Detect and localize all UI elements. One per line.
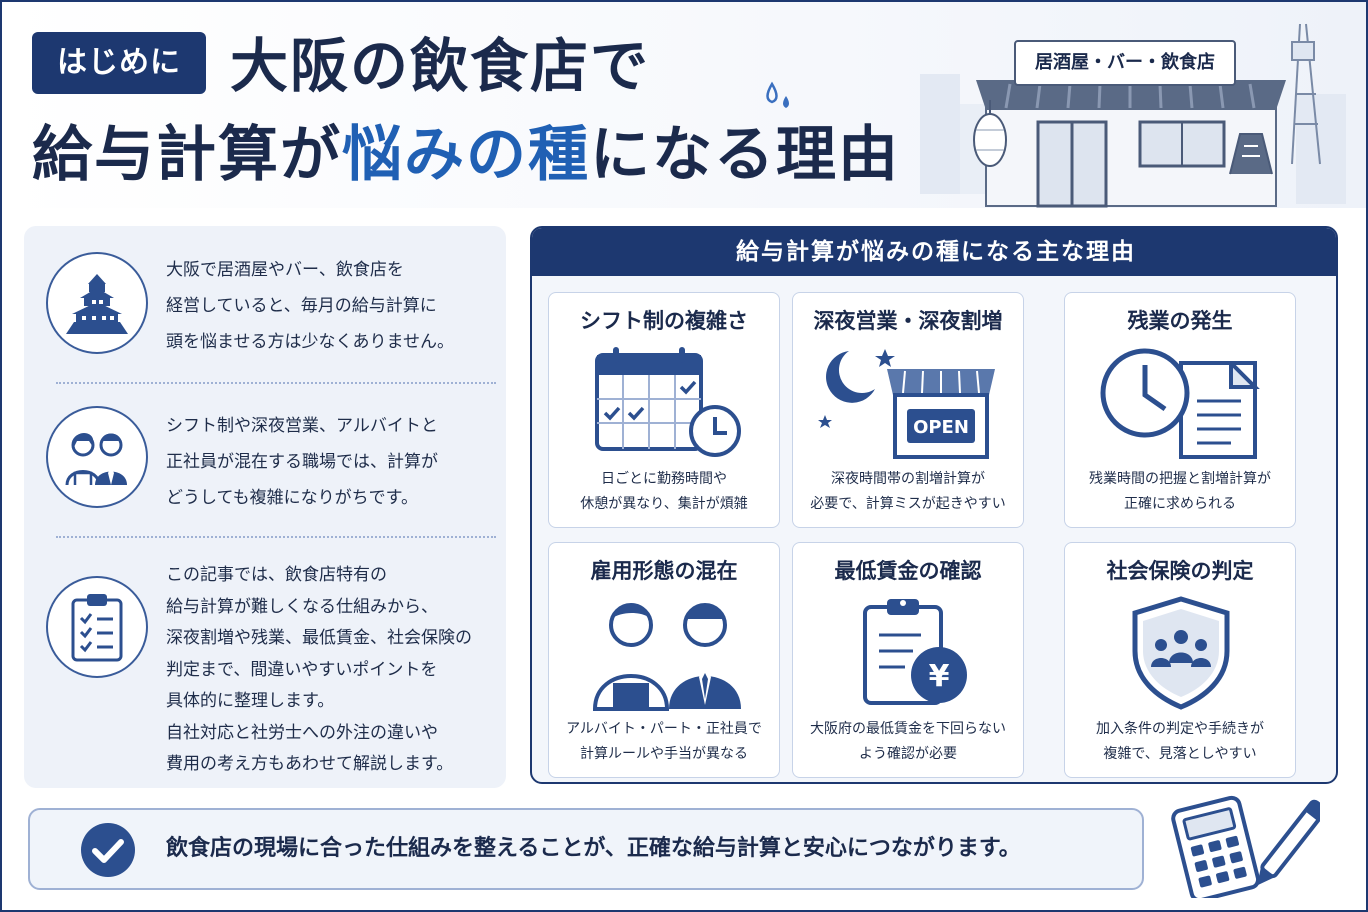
shield-people-icon (1132, 596, 1230, 710)
intro-divider (56, 536, 496, 538)
clipboard-checklist-icon (46, 576, 148, 678)
sweat-drop-icon (766, 81, 789, 108)
staff-people-icon (592, 603, 741, 711)
moon-shop-icon: OPEN (818, 349, 995, 459)
title-post: になる理由 (590, 120, 900, 190)
page-title-line1: 大阪の飲食店で (230, 32, 651, 100)
card-desc: 日ごとに勤務時間や 休憩が異なり、集計が煩雑 (580, 471, 748, 512)
calendar-clock-icon (595, 347, 741, 457)
intro-divider (56, 382, 496, 384)
page-title-line2: 給与計算が悩みの種になる理由 (32, 112, 900, 198)
intro-text-2: シフト制や深夜営業、アルバイトと 正社員が混在する職場では、計算が どうしても複… (166, 416, 438, 508)
reason-card-shift: シフト制の複雑さ 日ごとに勤務時間や 休憩が異なり、集計が煩雑 (548, 292, 780, 528)
reasons-heading: 給与計算が悩みの種になる主な理由 (532, 228, 1336, 276)
staff-people-icon (46, 406, 148, 508)
reason-card-night: 深夜営業・深夜割増 OPEN 深夜時間帯の割増計算が 必要で、計算ミスが起きやす… (792, 292, 1024, 528)
reasons-panel: 給与計算が悩みの種になる主な理由 シフト制の複雑さ 日ごとに勤務時間や 休憩が異… (530, 226, 1338, 784)
card-desc: 加入条件の判定や手続きが 複雑で、見落としやすい (1096, 721, 1264, 762)
lantern-icon (973, 100, 1007, 167)
title-highlight: 悩みの種 (342, 120, 590, 190)
card-desc: 残業時間の把握と割増計算が 正確に求められる (1089, 471, 1271, 512)
clock-document-icon (1100, 348, 1260, 459)
card-desc: アルバイト・パート・正社員で 計算ルールや手当が異なる (566, 721, 762, 762)
reason-card-social-insurance: 社会保険の判定 加入条件の判定や手続きが 複雑で、見落としやすい (1064, 542, 1296, 778)
intro-panel: 大阪で居酒屋やバー、飲食店を 経営していると、毎月の給与計算に 頭を悩ませる方は… (24, 226, 506, 788)
card-title: 残業の発生 (1127, 309, 1233, 333)
card-desc: 深夜時間帯の割増計算が 必要で、計算ミスが起きやすい (810, 471, 1006, 512)
calculator-pen-icon (1171, 795, 1320, 898)
card-desc: 大阪府の最低賃金を下回らない よう確認が必要 (810, 721, 1006, 762)
footer-message-box: 飲食店の現場に合った仕組みを整えることが、正確な給与計算と安心につながります。 (28, 808, 1144, 890)
clipboard-yen-icon: ¥ (863, 599, 967, 705)
card-title: 雇用形態の混在 (590, 559, 738, 583)
yen-symbol: ¥ (929, 659, 950, 694)
reason-card-overtime: 残業の発生 残業時間の把握と割増計算が 正確に求められる (1064, 292, 1296, 528)
card-title: 最低賃金の確認 (834, 559, 982, 583)
intro-text-1: 大阪で居酒屋やバー、飲食店を 経営していると、毎月の給与計算に 頭を悩ませる方は… (166, 260, 454, 352)
card-title: 社会保険の判定 (1106, 559, 1254, 583)
open-sign-text: OPEN (913, 417, 969, 438)
shop-sign: 居酒屋・バー・飲食店 (1014, 40, 1236, 86)
reason-card-minimum-wage: 最低賃金の確認 ¥ 大阪府の最低賃金を下回らない よう確認が必要 (792, 542, 1024, 778)
card-title: シフト制の複雑さ (580, 309, 748, 333)
reason-card-employment: 雇用形態の混在 アルバイト・パート・正社員で 計算ルールや手当が異なる (548, 542, 780, 778)
title-pre: 給与計算が (32, 120, 342, 190)
shop-icon (920, 23, 1346, 208)
castle-icon (46, 252, 148, 354)
check-circle-icon (81, 823, 135, 877)
intro-text-3: この記事では、飲食店特有の 給与計算が難しくなる仕組みから、 深夜割増や残業、最… (166, 565, 472, 774)
intro-tag: はじめに (32, 32, 206, 94)
card-title: 深夜営業・深夜割増 (813, 309, 1003, 333)
tower-icon (1291, 23, 1321, 165)
footer-text: 飲食店の現場に合った仕組みを整えることが、正確な給与計算と安心につながります。 (166, 836, 1021, 861)
